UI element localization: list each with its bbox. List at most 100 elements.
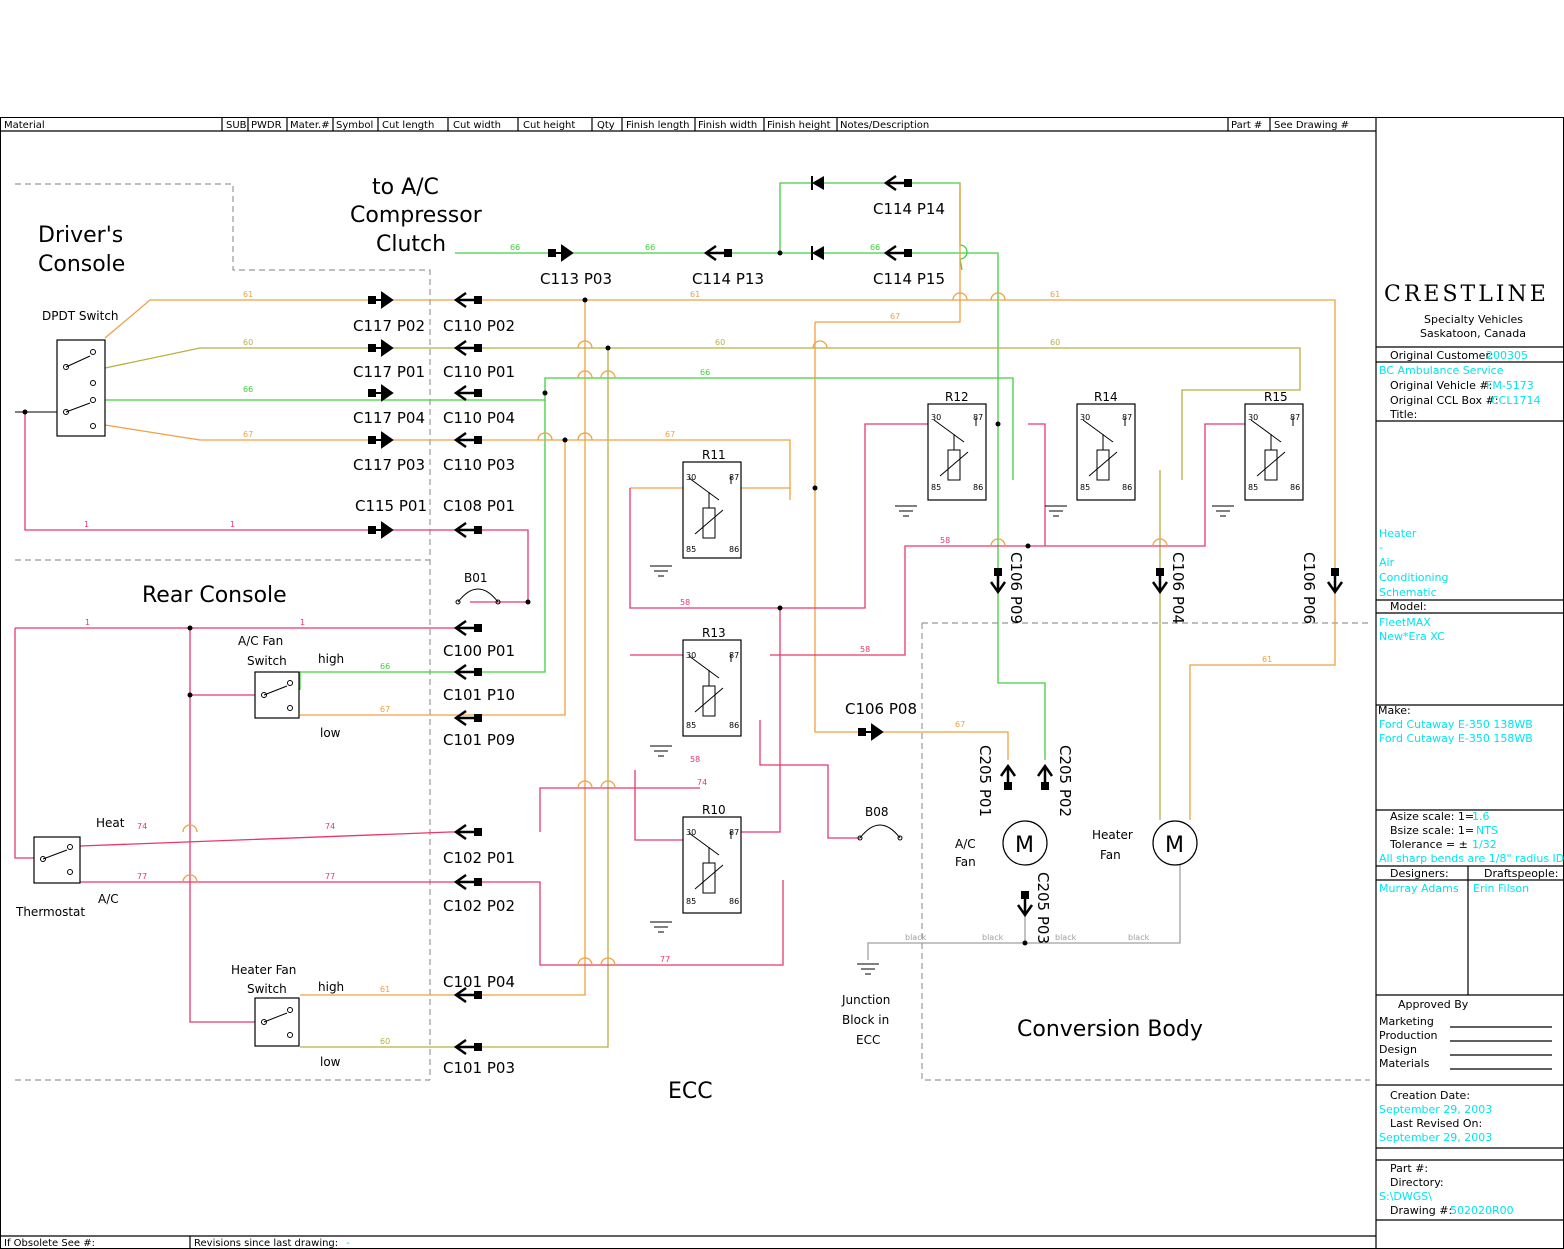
svg-text:85: 85 bbox=[686, 721, 696, 730]
label-c106-p06: C106 P06 bbox=[1300, 552, 1318, 624]
svg-text:M: M bbox=[1015, 833, 1034, 858]
approval-materials: Materials bbox=[1379, 1057, 1430, 1070]
label-c113-p03: C113 P03 bbox=[540, 270, 612, 288]
title-label: Title: bbox=[1389, 408, 1417, 421]
title-block: CRESTLINE Specialty Vehicles Saskatoon, … bbox=[1376, 282, 1564, 1221]
crestline-logo: CRESTLINE bbox=[1384, 282, 1549, 307]
bsize-label: Bsize scale: 1= bbox=[1390, 824, 1474, 837]
title-line-1: Heater bbox=[1379, 527, 1417, 540]
make-label: Make: bbox=[1378, 704, 1411, 717]
title-line-5: Schematic bbox=[1379, 586, 1437, 599]
relay-r11: R11 30 87 85 86 bbox=[649, 448, 742, 577]
bsize-value: NTS bbox=[1476, 824, 1498, 837]
label-c101-p04: C101 P04 bbox=[443, 973, 515, 991]
hdr-notes: Notes/Description bbox=[840, 120, 929, 131]
connector-labels: C113 P03 C114 P13 C114 P15 C114 P14 C117… bbox=[353, 200, 1318, 1077]
svg-text:R13: R13 bbox=[702, 626, 726, 640]
svg-text:58: 58 bbox=[690, 755, 700, 764]
hdr-cut-height: Cut height bbox=[523, 120, 575, 131]
wire-66 bbox=[100, 182, 1046, 760]
svg-text:30: 30 bbox=[1248, 413, 1258, 422]
svg-text:86: 86 bbox=[1290, 483, 1300, 492]
svg-text:61: 61 bbox=[690, 290, 700, 299]
designer-name: Murray Adams bbox=[1379, 882, 1459, 895]
relay-r15: R15 30 87 85 86 bbox=[1211, 390, 1304, 517]
heater-fan-label: Heater bbox=[1092, 828, 1133, 842]
svg-text:66: 66 bbox=[510, 243, 520, 252]
label-c108-p01: C108 P01 bbox=[443, 497, 515, 515]
svg-text:30: 30 bbox=[931, 413, 941, 422]
svg-text:60: 60 bbox=[243, 338, 253, 347]
to-ac-label: to A/C bbox=[372, 175, 439, 200]
ac-fan-switch bbox=[254, 671, 300, 719]
svg-text:M: M bbox=[1165, 833, 1184, 858]
rear-console-label: Rear Console bbox=[142, 583, 287, 608]
svg-text:74: 74 bbox=[697, 778, 707, 787]
label-c205-p01: C205 P01 bbox=[976, 745, 994, 817]
hdr-symbol: Symbol bbox=[336, 120, 373, 131]
heater-fan-switch bbox=[254, 997, 300, 1047]
label-c117-p04: C117 P04 bbox=[353, 409, 425, 427]
relay-r12: R12 30 87 85 86 bbox=[894, 390, 987, 517]
ac-fan-label-2: Fan bbox=[955, 855, 976, 869]
heater-fan-switch-label-2: Switch bbox=[247, 982, 287, 996]
approved-by-label: Approved By bbox=[1398, 998, 1469, 1011]
svg-text:61: 61 bbox=[380, 985, 390, 994]
title-line-4: Conditioning bbox=[1379, 571, 1449, 584]
hdr-cut-width: Cut width bbox=[453, 120, 501, 131]
label-c110-p02: C110 P02 bbox=[443, 317, 515, 335]
svg-text:86: 86 bbox=[1122, 483, 1132, 492]
revised-value: September 29, 2003 bbox=[1379, 1131, 1492, 1144]
svg-text:R10: R10 bbox=[702, 803, 726, 817]
frame-border bbox=[0, 117, 1564, 1249]
drivers-console-label: Driver's bbox=[38, 223, 123, 248]
directory-label: Directory: bbox=[1390, 1176, 1444, 1189]
svg-text:30: 30 bbox=[686, 828, 696, 837]
svg-text:85: 85 bbox=[1248, 483, 1258, 492]
svg-text:87: 87 bbox=[1122, 413, 1132, 422]
asize-value: 1.6 bbox=[1472, 810, 1490, 823]
svg-text:85: 85 bbox=[686, 545, 696, 554]
hdr-finish-height: Finish height bbox=[767, 120, 831, 131]
svg-text:86: 86 bbox=[729, 545, 739, 554]
svg-text:74: 74 bbox=[325, 822, 335, 831]
label-c114-p15: C114 P15 bbox=[873, 270, 945, 288]
label-c101-p10: C101 P10 bbox=[443, 686, 515, 704]
drivers-console-label-2: Console bbox=[38, 252, 125, 277]
orig-customer-value: 200305 bbox=[1486, 349, 1528, 362]
svg-text:black: black bbox=[905, 933, 927, 942]
revised-label: Last Revised On: bbox=[1390, 1117, 1482, 1130]
svg-text:87: 87 bbox=[1290, 413, 1300, 422]
svg-text:1: 1 bbox=[300, 618, 305, 627]
model-line-2: New*Era XC bbox=[1379, 630, 1445, 643]
label-c117-p03: C117 P03 bbox=[353, 456, 425, 474]
svg-text:1: 1 bbox=[84, 520, 89, 529]
approval-design: Design bbox=[1379, 1043, 1417, 1056]
orig-box-value: CCL1714 bbox=[1491, 394, 1540, 407]
svg-text:black: black bbox=[1055, 933, 1077, 942]
svg-text:30: 30 bbox=[1080, 413, 1090, 422]
drawing-label: Drawing #: bbox=[1390, 1204, 1452, 1217]
label-c106-p04: C106 P04 bbox=[1169, 552, 1187, 624]
svg-text:black: black bbox=[1128, 933, 1150, 942]
svg-text:58: 58 bbox=[860, 645, 870, 654]
ecc-label: ECC bbox=[668, 1079, 713, 1104]
creation-date-value: September 29, 2003 bbox=[1379, 1103, 1492, 1116]
wire-1 bbox=[14, 412, 529, 1023]
ac-fan-switch-label-2: Switch bbox=[247, 654, 287, 668]
diodes bbox=[811, 176, 824, 260]
title-line-2: - bbox=[1379, 541, 1383, 554]
ac-fan-label: A/C bbox=[955, 837, 976, 851]
customer-name: BC Ambulance Service bbox=[1379, 364, 1504, 377]
connector-plugs bbox=[367, 174, 1344, 1056]
svg-text:66: 66 bbox=[870, 243, 880, 252]
ac-fan-low-label: low bbox=[320, 726, 341, 740]
svg-text:67: 67 bbox=[890, 312, 900, 321]
svg-text:87: 87 bbox=[729, 651, 739, 660]
drawing-value: 502020R00 bbox=[1450, 1204, 1514, 1217]
svg-text:R14: R14 bbox=[1094, 390, 1118, 404]
ac-fan-high-label: high bbox=[318, 652, 344, 666]
junction-label: Junction bbox=[841, 993, 890, 1007]
ac-fan-motor: M bbox=[1002, 820, 1048, 866]
